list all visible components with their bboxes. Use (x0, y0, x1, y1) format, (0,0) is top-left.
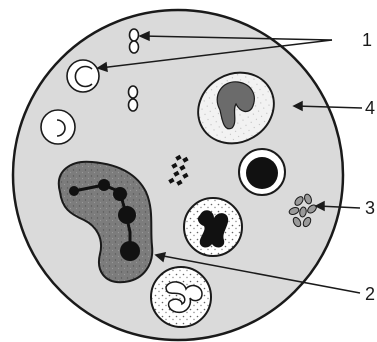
ring-cell-upper (67, 60, 99, 92)
label-1: 1 (362, 30, 372, 50)
dark-nucleus-cell (239, 149, 285, 195)
granular-cell-s-nucleus (151, 267, 211, 327)
label-3: 3 (365, 198, 375, 218)
granular-cell-lobed-nucleus (184, 198, 242, 256)
ring-cell-lower (41, 110, 75, 144)
label-4: 4 (365, 98, 375, 118)
label-2: 2 (365, 284, 375, 304)
